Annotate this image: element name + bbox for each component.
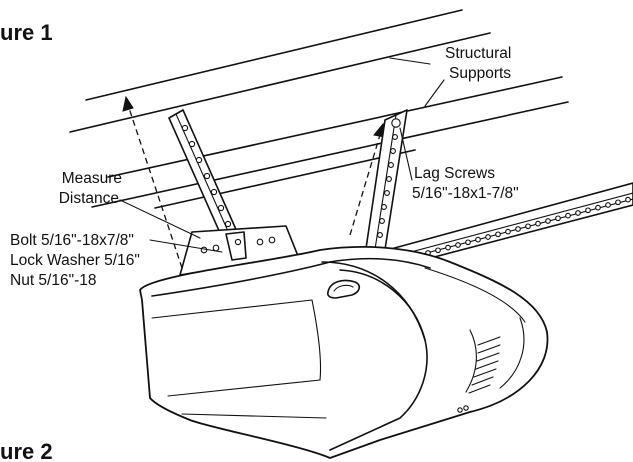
label-supports: Supports xyxy=(449,65,511,82)
label-measure: Measure xyxy=(62,170,122,187)
rail-track xyxy=(379,182,633,267)
label-distance: Distance xyxy=(59,190,119,207)
label-nut: Nut 5/16"-18 xyxy=(10,272,97,289)
label-lock-washer: Lock Washer 5/16" xyxy=(10,252,140,269)
opener-motor-unit xyxy=(139,245,549,459)
leader-lines xyxy=(119,57,445,253)
figure-1-label: ure 1 xyxy=(0,20,53,45)
vent-slots xyxy=(468,336,501,394)
structural-supports-drawing xyxy=(69,9,569,209)
figure-2-label: ure 2 xyxy=(0,439,53,462)
label-bolt: Bolt 5/16"-18x7/8" xyxy=(10,232,134,249)
callout-measure-distance: Measure Distance xyxy=(59,170,122,207)
label-structural: Structural xyxy=(445,45,511,62)
callout-lag-screws: Lag Screws 5/16"-18x1-7/8" xyxy=(412,165,519,202)
measure-distance-arrows xyxy=(122,95,386,269)
callout-structural-supports: Structural Supports xyxy=(445,45,511,82)
label-lag-screws: Lag Screws xyxy=(414,165,495,182)
label-lag-screw-size: 5/16"-18x1-7/8" xyxy=(412,185,519,202)
callout-bolt-hardware: Bolt 5/16"-18x7/8" Lock Washer 5/16" Nut… xyxy=(10,232,140,289)
